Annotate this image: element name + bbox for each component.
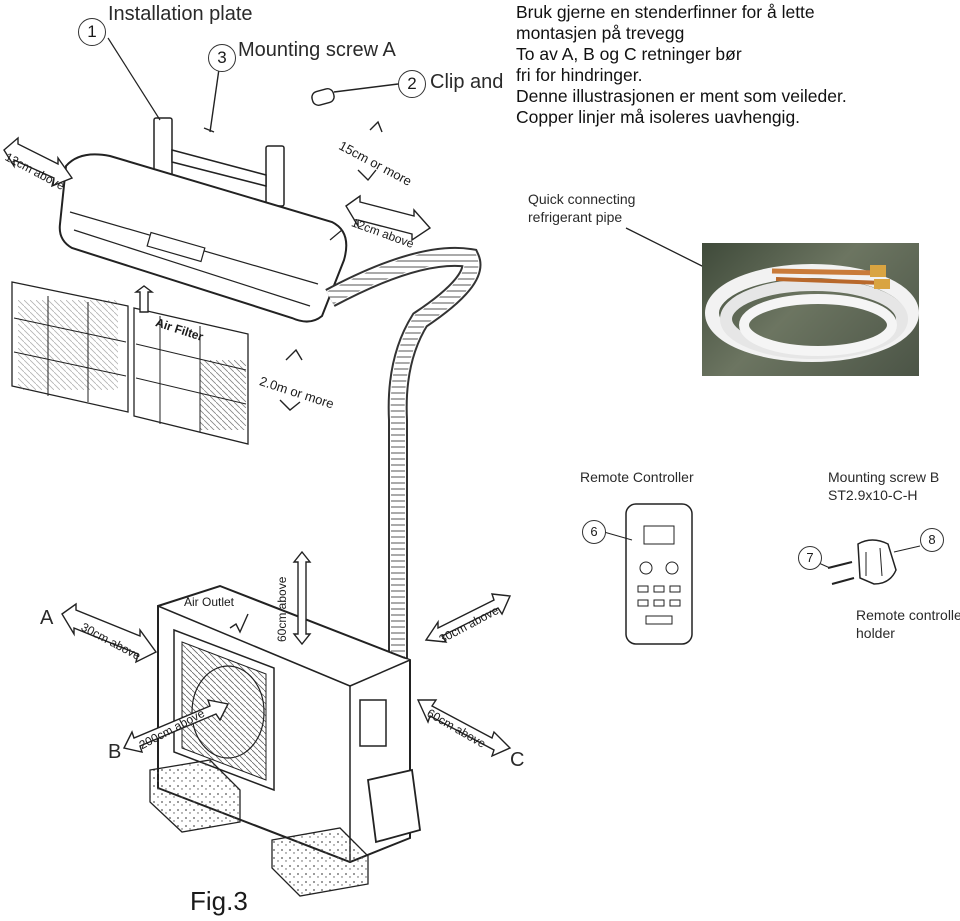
air-filter bbox=[11, 281, 249, 445]
norwegian-notes: Bruk gjerne en stenderfinner for å lette… bbox=[516, 2, 960, 128]
callout-3: 3 bbox=[208, 44, 236, 72]
note-line-2: montasjen på trevegg bbox=[516, 23, 685, 43]
figure-label: Fig.3 bbox=[190, 886, 248, 916]
clip bbox=[311, 83, 399, 106]
screw-b-spec: ST2.9x10-C-H bbox=[828, 487, 918, 503]
note-line-1: Bruk gjerne en stenderfinner for å lette bbox=[516, 2, 815, 22]
dim-60cm-top: 60cm above bbox=[275, 576, 289, 642]
pipe-caption-line-1: Quick connecting bbox=[528, 191, 636, 207]
callout-6: 6 bbox=[582, 520, 606, 544]
mounting-screw bbox=[203, 61, 221, 133]
installation-plate-label: Installation plate bbox=[108, 3, 253, 25]
direction-a-label: A bbox=[40, 607, 54, 629]
clearance-arrows bbox=[3, 120, 512, 758]
direction-b-label: B bbox=[108, 741, 122, 763]
callout-2: 2 bbox=[398, 70, 426, 98]
pipe-caption-line-2: refrigerant pipe bbox=[528, 209, 623, 225]
callout-7: 7 bbox=[798, 546, 822, 570]
indoor-unit bbox=[58, 153, 348, 323]
refrigerant-pipe-photo bbox=[702, 243, 919, 376]
air-outlet-label: Air Outlet bbox=[184, 595, 235, 609]
callout-8: 8 bbox=[920, 528, 944, 552]
mounting-screw-a-label: Mounting screw A bbox=[238, 39, 396, 61]
note-line-6: Copper linjer må isoleres uavhengig. bbox=[516, 107, 801, 127]
screw-b-label: Mounting screw B bbox=[828, 469, 940, 485]
clip-label: Clip and bbox=[430, 71, 504, 93]
holder-label-line-1: Remote controller bbox=[856, 607, 960, 623]
note-line-4: fri for hindringer. bbox=[516, 65, 643, 85]
remote-controller-title: Remote Controller bbox=[580, 469, 694, 485]
support-blocks bbox=[149, 759, 369, 897]
callout-1: 1 bbox=[78, 18, 106, 46]
holder-label-line-2: holder bbox=[856, 625, 895, 641]
note-line-3: To av A, B og C retninger bør bbox=[516, 44, 742, 64]
remote-holder-drawing bbox=[811, 539, 921, 585]
remote-controller-drawing bbox=[603, 503, 693, 645]
refrigerant-hose bbox=[325, 246, 482, 760]
coiled-pipe-image bbox=[705, 264, 919, 362]
note-line-5: Denne illustrasjonen er ment som veilede… bbox=[516, 86, 847, 106]
installation-plate bbox=[107, 37, 285, 207]
direction-c-label: C bbox=[510, 749, 525, 771]
